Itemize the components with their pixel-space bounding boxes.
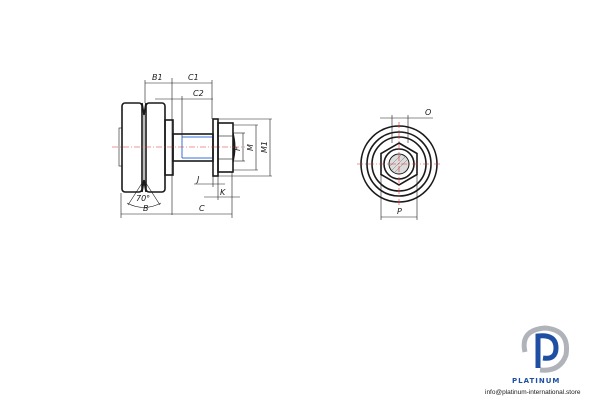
- hex-nut: [217, 122, 234, 173]
- label-angle: 70°: [136, 194, 150, 203]
- label-c1: C1: [188, 73, 199, 82]
- label-c2: C2: [193, 89, 204, 98]
- label-m: M: [246, 144, 255, 151]
- logo-p-glyph: [535, 333, 559, 368]
- label-k: K: [220, 188, 226, 197]
- label-p: P: [397, 207, 402, 216]
- stud-end: [233, 131, 236, 164]
- label-j: J: [195, 175, 200, 184]
- logo-email: info@platinum-international.store: [485, 389, 581, 396]
- label-f: F: [233, 146, 242, 151]
- logo-swoosh: [521, 325, 570, 373]
- label-m1: M1: [260, 141, 269, 153]
- label-b1: B1: [152, 73, 163, 82]
- label-o: O: [425, 108, 431, 117]
- label-c: C: [199, 204, 205, 213]
- stud-shaft: [172, 133, 214, 162]
- platinum-logo: PLATINUM info@platinum-international.sto…: [485, 325, 581, 396]
- roller-cap: [118, 127, 123, 167]
- side-view: B1 C1 C2 B C J K 70° F M M1: [112, 73, 272, 218]
- front-view: O P: [357, 108, 441, 220]
- label-b: B: [143, 204, 149, 213]
- roller-right-half: [145, 102, 166, 193]
- logo-brand-text: PLATINUM: [512, 377, 560, 385]
- roller-left-half: [121, 102, 143, 193]
